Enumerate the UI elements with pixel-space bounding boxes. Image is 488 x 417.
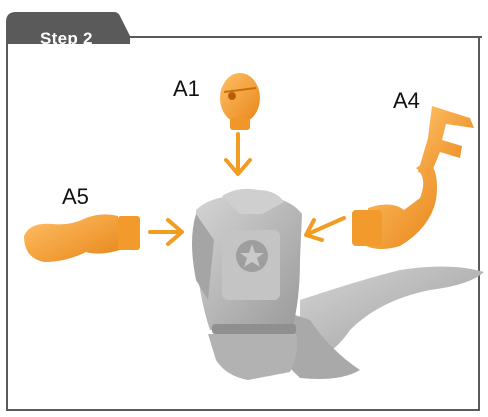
part-label-a5: A5 xyxy=(62,186,89,208)
arrow-left-icon xyxy=(306,218,344,240)
part-label-a4: A4 xyxy=(393,90,420,112)
part-label-a1: A1 xyxy=(173,78,200,100)
torso xyxy=(192,189,302,380)
arrow-right-icon xyxy=(150,220,182,244)
arm-part-a5 xyxy=(24,214,140,262)
head-part-a1 xyxy=(220,73,260,130)
arm-part-a4 xyxy=(352,106,474,249)
arrow-down-icon xyxy=(226,134,250,174)
